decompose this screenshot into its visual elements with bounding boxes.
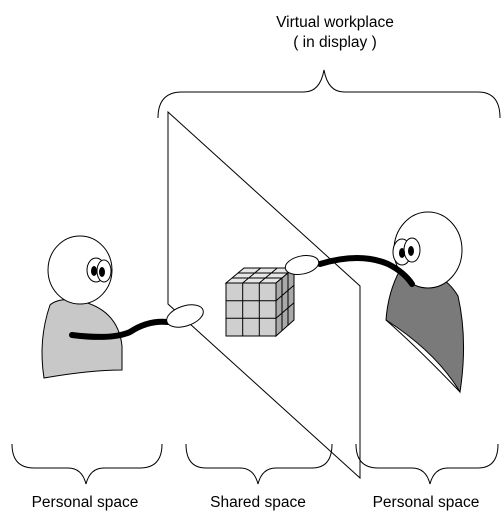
left-person-pupil-2 (99, 267, 105, 277)
cube-front-grid (226, 283, 276, 336)
cube-side-grid (275, 273, 295, 331)
cube-front-face (225, 282, 277, 337)
bottom-brace-left (11, 443, 163, 485)
bottom-brace-right (355, 443, 499, 485)
left-person-head (47, 235, 113, 305)
right-person-pupil-2 (408, 246, 414, 256)
top-brace (157, 69, 501, 119)
title-line-1: Virtual workplace (276, 14, 394, 31)
left-person-pupil-1 (91, 266, 97, 276)
label-personal-space-left: Personal space (31, 494, 139, 511)
left-person-hand (166, 304, 204, 328)
cube-top-grid (232, 267, 288, 284)
right-person-arm (317, 255, 415, 287)
shared-cube (224, 266, 296, 338)
right-person-pupil-1 (399, 248, 405, 258)
right-person-body-fold (385, 319, 461, 393)
right-person-hand (284, 255, 320, 275)
left-person-arm (69, 318, 171, 340)
label-shared-space: Shared space (210, 494, 306, 511)
title-line-2: ( in display ) (293, 34, 377, 51)
left-person (41, 235, 204, 379)
right-person (284, 211, 465, 394)
bottom-brace-middle (185, 443, 333, 485)
label-personal-space-right: Personal space (372, 494, 480, 511)
